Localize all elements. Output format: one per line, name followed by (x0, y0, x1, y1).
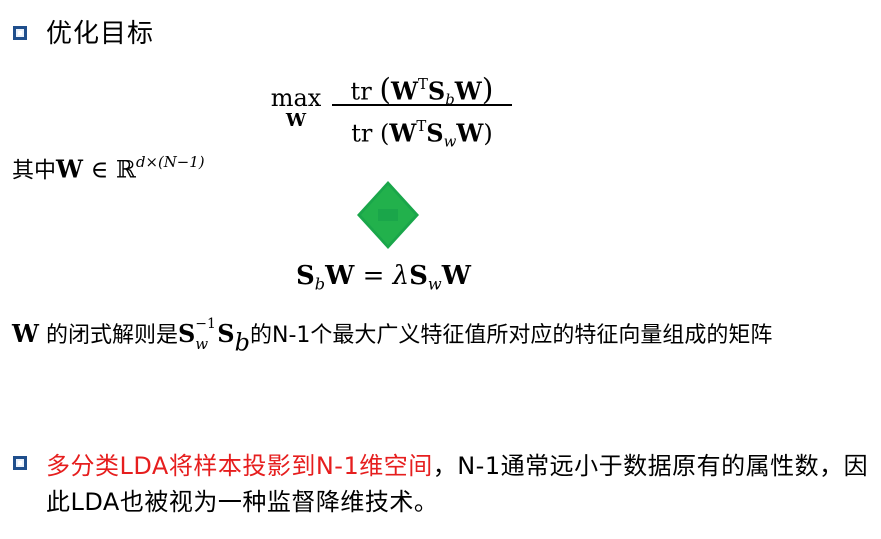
fraction-denominator: tr (WTSwW) (351, 117, 493, 151)
max-operator: max (270, 84, 322, 112)
bullet-icon (13, 26, 27, 40)
summary-paragraph: 多分类LDA将样本投影到N-1维空间，N-1通常远小于数据原有的属性数，因此LD… (46, 448, 876, 520)
max-variable: W (285, 110, 307, 131)
where-label: 其中 (12, 158, 57, 184)
highlight-text: 多分类LDA将样本投影到N-1维空间 (46, 452, 433, 480)
fraction-numerator: tr (WTSbW) (350, 72, 494, 109)
w-variable: W (56, 154, 83, 184)
objective-formula: max W tr (WTSbW) tr (WTSwW) (268, 66, 513, 151)
fraction: tr (WTSbW) tr (WTSwW) (332, 66, 512, 151)
constraint-line: 其中W ∈ ℝd×(N−1) (12, 153, 205, 184)
summary-text: ，N-1通常远小于数据原有的属性数，因此LDA也被视为一种监督降维技术。 (46, 452, 869, 516)
eigen-equation: SbW = λSwW (296, 261, 471, 294)
double-arrow-icon (357, 181, 419, 249)
fraction-bar (332, 104, 512, 106)
section-heading: 优化目标 (46, 19, 155, 49)
bullet-icon (13, 456, 27, 470)
